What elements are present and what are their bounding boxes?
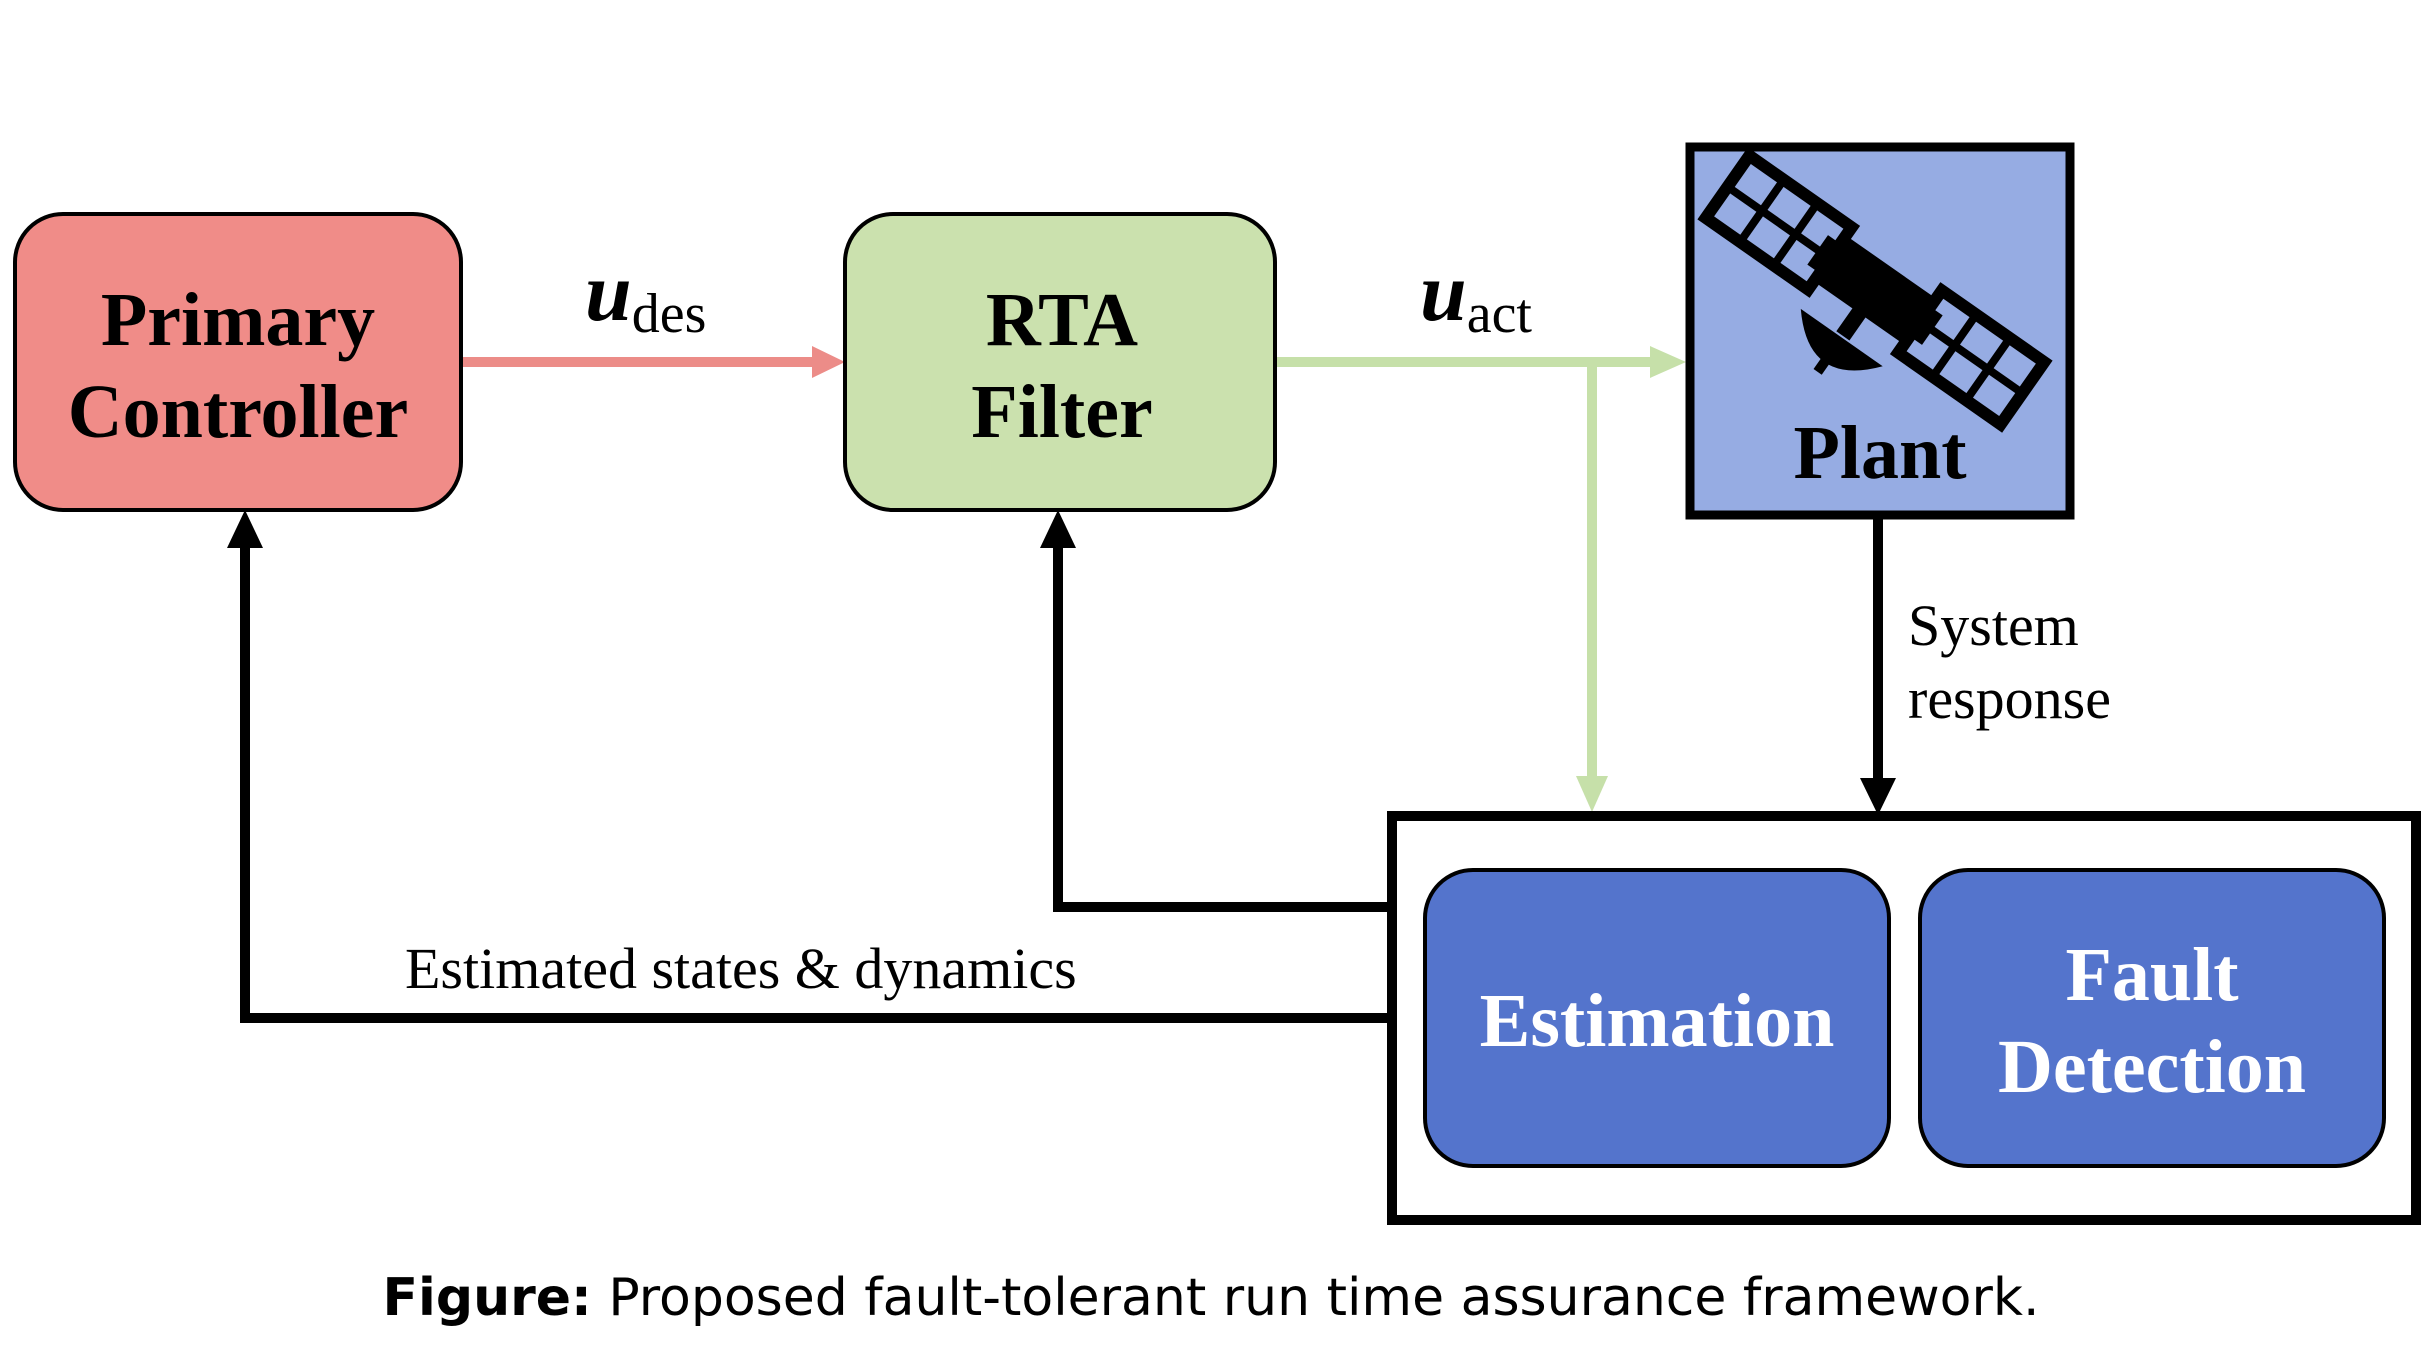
rta-filter-label-1: RTA xyxy=(986,278,1138,362)
plant-label: Plant xyxy=(1793,411,1966,495)
rta-filter-label-2: Filter xyxy=(971,370,1152,454)
system-response-label-2: response xyxy=(1908,666,2111,731)
feedback-to-rta xyxy=(1053,545,1392,912)
fault-detection-block: Fault Detection xyxy=(1918,868,2386,1168)
satellite-icon xyxy=(1697,147,2053,433)
estimation-label: Estimation xyxy=(1480,979,1835,1063)
system-response-arrowhead xyxy=(1860,778,1896,815)
fault-detection-label-2: Detection xyxy=(1998,1025,2306,1109)
caption-text: Proposed fault-tolerant run time assuran… xyxy=(591,1268,2040,1328)
feedback-to-primary xyxy=(240,545,1392,1023)
estimation-block: Estimation xyxy=(1423,868,1891,1168)
system-response-label-1: System xyxy=(1908,593,2079,658)
primary-controller-label-1: Primary xyxy=(101,278,375,362)
rta-filter-block: RTA Filter xyxy=(843,212,1277,512)
u-des-symbol: u xyxy=(585,246,632,339)
u-act-symbol: u xyxy=(1420,246,1467,339)
u-act-label: uact xyxy=(1420,246,1532,345)
u-act-subscript: act xyxy=(1467,283,1533,345)
primary-controller-block: Primary Controller xyxy=(13,212,463,512)
u-des-subscript: des xyxy=(632,283,707,345)
u-act-arrowhead xyxy=(1650,346,1686,378)
feedback-to-primary-arrowhead xyxy=(227,510,263,548)
caption-prefix: Figure: xyxy=(382,1268,592,1328)
fault-detection-label-1: Fault xyxy=(2065,933,2238,1017)
feedback-to-rta-arrowhead xyxy=(1040,510,1076,548)
plant-block: Plant xyxy=(1685,142,2075,520)
u-des-label: udes xyxy=(585,246,706,345)
feedback-label: Estimated states & dynamics xyxy=(405,936,1077,1001)
figure-caption: Figure: Proposed fault-tolerant run time… xyxy=(0,1268,2422,1328)
primary-controller-label-2: Controller xyxy=(68,370,409,454)
u-des-arrowhead xyxy=(812,346,845,378)
u-act-branch-arrowhead xyxy=(1576,776,1608,812)
